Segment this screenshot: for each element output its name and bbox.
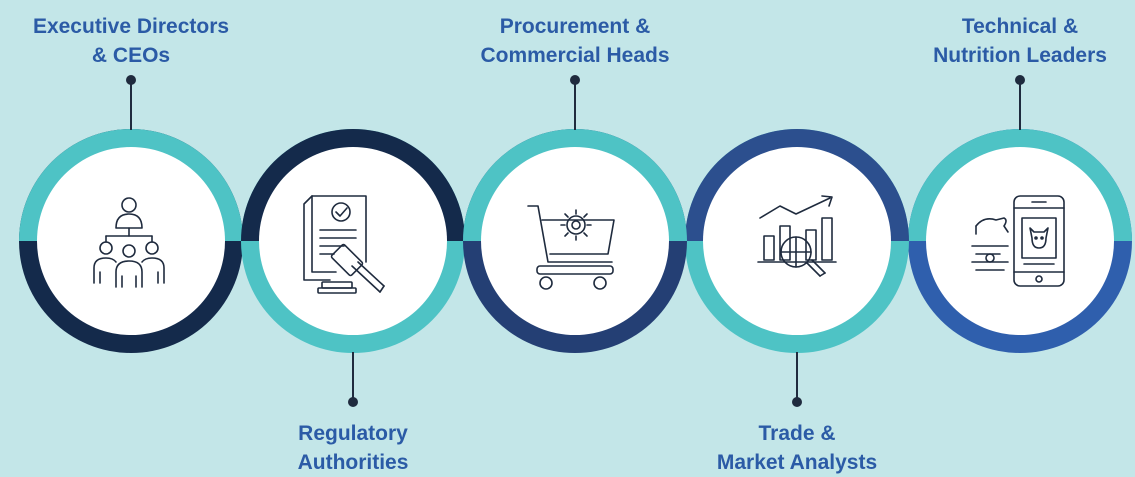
label-trade-market-analysts: Trade & Market Analysts (717, 419, 877, 477)
inner-disc-5 (926, 147, 1114, 335)
label-executive-directors: Executive Directors & CEOs (33, 12, 229, 70)
chart-magnifier-icon (757, 195, 837, 277)
label-executive-directors-line-1: Executive Directors (32, 15, 230, 38)
label-regulatory-authorities: Regulatory Authorities (298, 419, 409, 477)
label-executive-directors-line-2: & CEOs (91, 44, 171, 67)
label-trade-market-analysts-line-2: Market Analysts (716, 451, 878, 474)
pin-3 (570, 75, 580, 130)
pin-3-dot (570, 75, 580, 85)
pin-5-dot (1015, 75, 1025, 85)
inner-disc-4 (703, 147, 891, 335)
pin-5 (1015, 75, 1025, 130)
pin-4 (792, 352, 802, 407)
pin-2 (348, 352, 358, 407)
label-procurement-commercial-line-2: Commercial Heads (480, 44, 670, 67)
label-technical-nutrition: Technical & Nutrition Leaders (933, 12, 1107, 70)
inner-disc-1 (37, 147, 225, 335)
pin-1 (126, 75, 136, 130)
label-procurement-commercial: Procurement & Commercial Heads (480, 12, 669, 70)
label-technical-nutrition-line-2: Nutrition Leaders (933, 44, 1107, 67)
label-procurement-commercial-line-1: Procurement & (499, 15, 651, 38)
inner-disc-2 (259, 147, 447, 335)
inner-disc-3 (481, 147, 669, 335)
pin-2-dot (348, 397, 358, 407)
label-technical-nutrition-line-1: Technical & (961, 15, 1079, 38)
label-trade-market-analysts-line-1: Trade & (758, 422, 836, 445)
cart-gear-icon (527, 205, 615, 290)
livestock-mobile-app-icon (971, 195, 1065, 287)
team-hierarchy-icon (93, 197, 165, 288)
label-regulatory-authorities-line-2: Authorities (297, 451, 409, 474)
pin-1-dot (126, 75, 136, 85)
label-regulatory-authorities-line-1: Regulatory (298, 422, 408, 445)
pin-4-dot (792, 397, 802, 407)
legal-document-gavel-icon (303, 195, 385, 294)
